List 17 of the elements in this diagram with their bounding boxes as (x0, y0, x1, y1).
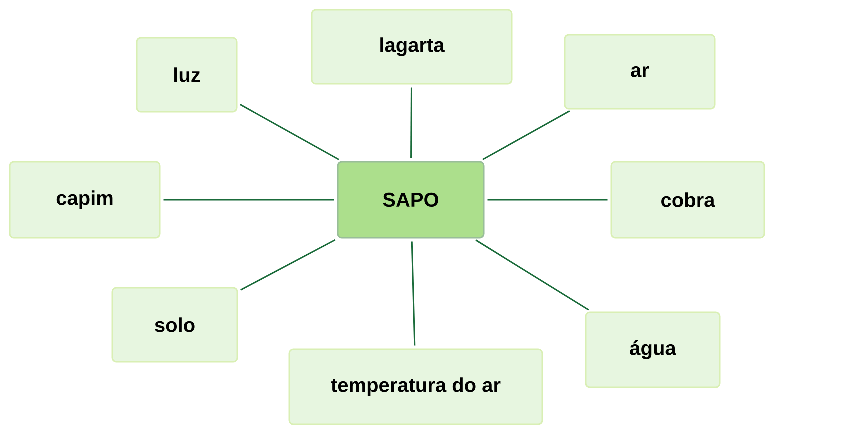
connector-line (482, 110, 570, 160)
concept-box: lagarta (311, 9, 513, 85)
connector-line (488, 199, 608, 201)
concept-box: ar (564, 34, 716, 110)
concept-box: luz (136, 37, 238, 113)
connector-line (411, 242, 416, 346)
connector-line (410, 88, 412, 158)
concept-box: capim (9, 161, 161, 239)
concept-box: temperatura do ar (288, 348, 544, 426)
connector-line (240, 104, 340, 160)
connector-line (476, 240, 590, 311)
connector-line (240, 239, 336, 291)
connector-line (164, 199, 334, 201)
concept-box: água (585, 312, 721, 388)
concept-box: solo (112, 287, 238, 363)
concept-box: cobra (610, 161, 766, 239)
center-box: SAPO (337, 161, 485, 239)
